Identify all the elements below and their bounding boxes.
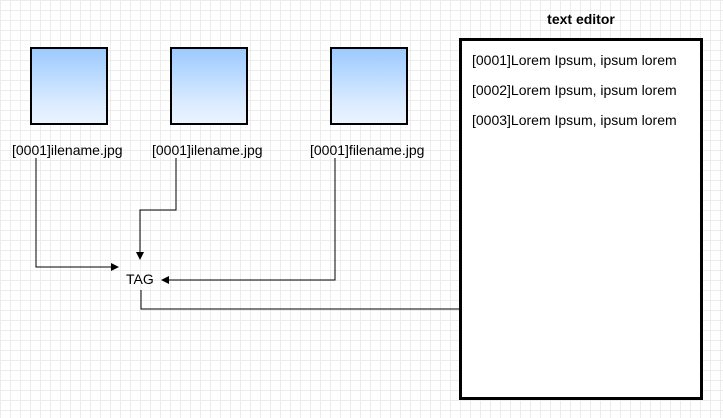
editor-line[interactable]: [0001]Lorem Ipsum, ipsum lorem [472, 52, 677, 68]
text-editor-panel[interactable]: [0001]Lorem Ipsum, ipsum lorem [0002]Lor… [459, 38, 703, 400]
image-thumbnail-icon [330, 47, 408, 125]
image-thumbnail-icon [30, 47, 108, 125]
connector-image2-to-tag [136, 158, 177, 260]
image-filename-label: [0001]filename.jpg [310, 142, 425, 158]
image-thumbnail-icon [170, 47, 248, 125]
editor-line[interactable]: [0003]Lorem Ipsum, ipsum lorem [472, 112, 677, 128]
editor-line[interactable]: [0002]Lorem Ipsum, ipsum lorem [472, 82, 677, 98]
image-filename-label: [0001]ilename.jpg [12, 142, 123, 158]
tag-label: TAG [126, 271, 154, 287]
editor-title: text editor [547, 11, 615, 27]
connector-image3-to-tag [161, 158, 336, 284]
image-filename-label: [0001]ilename.jpg [152, 142, 263, 158]
connector-image1-to-tag [35, 158, 119, 271]
